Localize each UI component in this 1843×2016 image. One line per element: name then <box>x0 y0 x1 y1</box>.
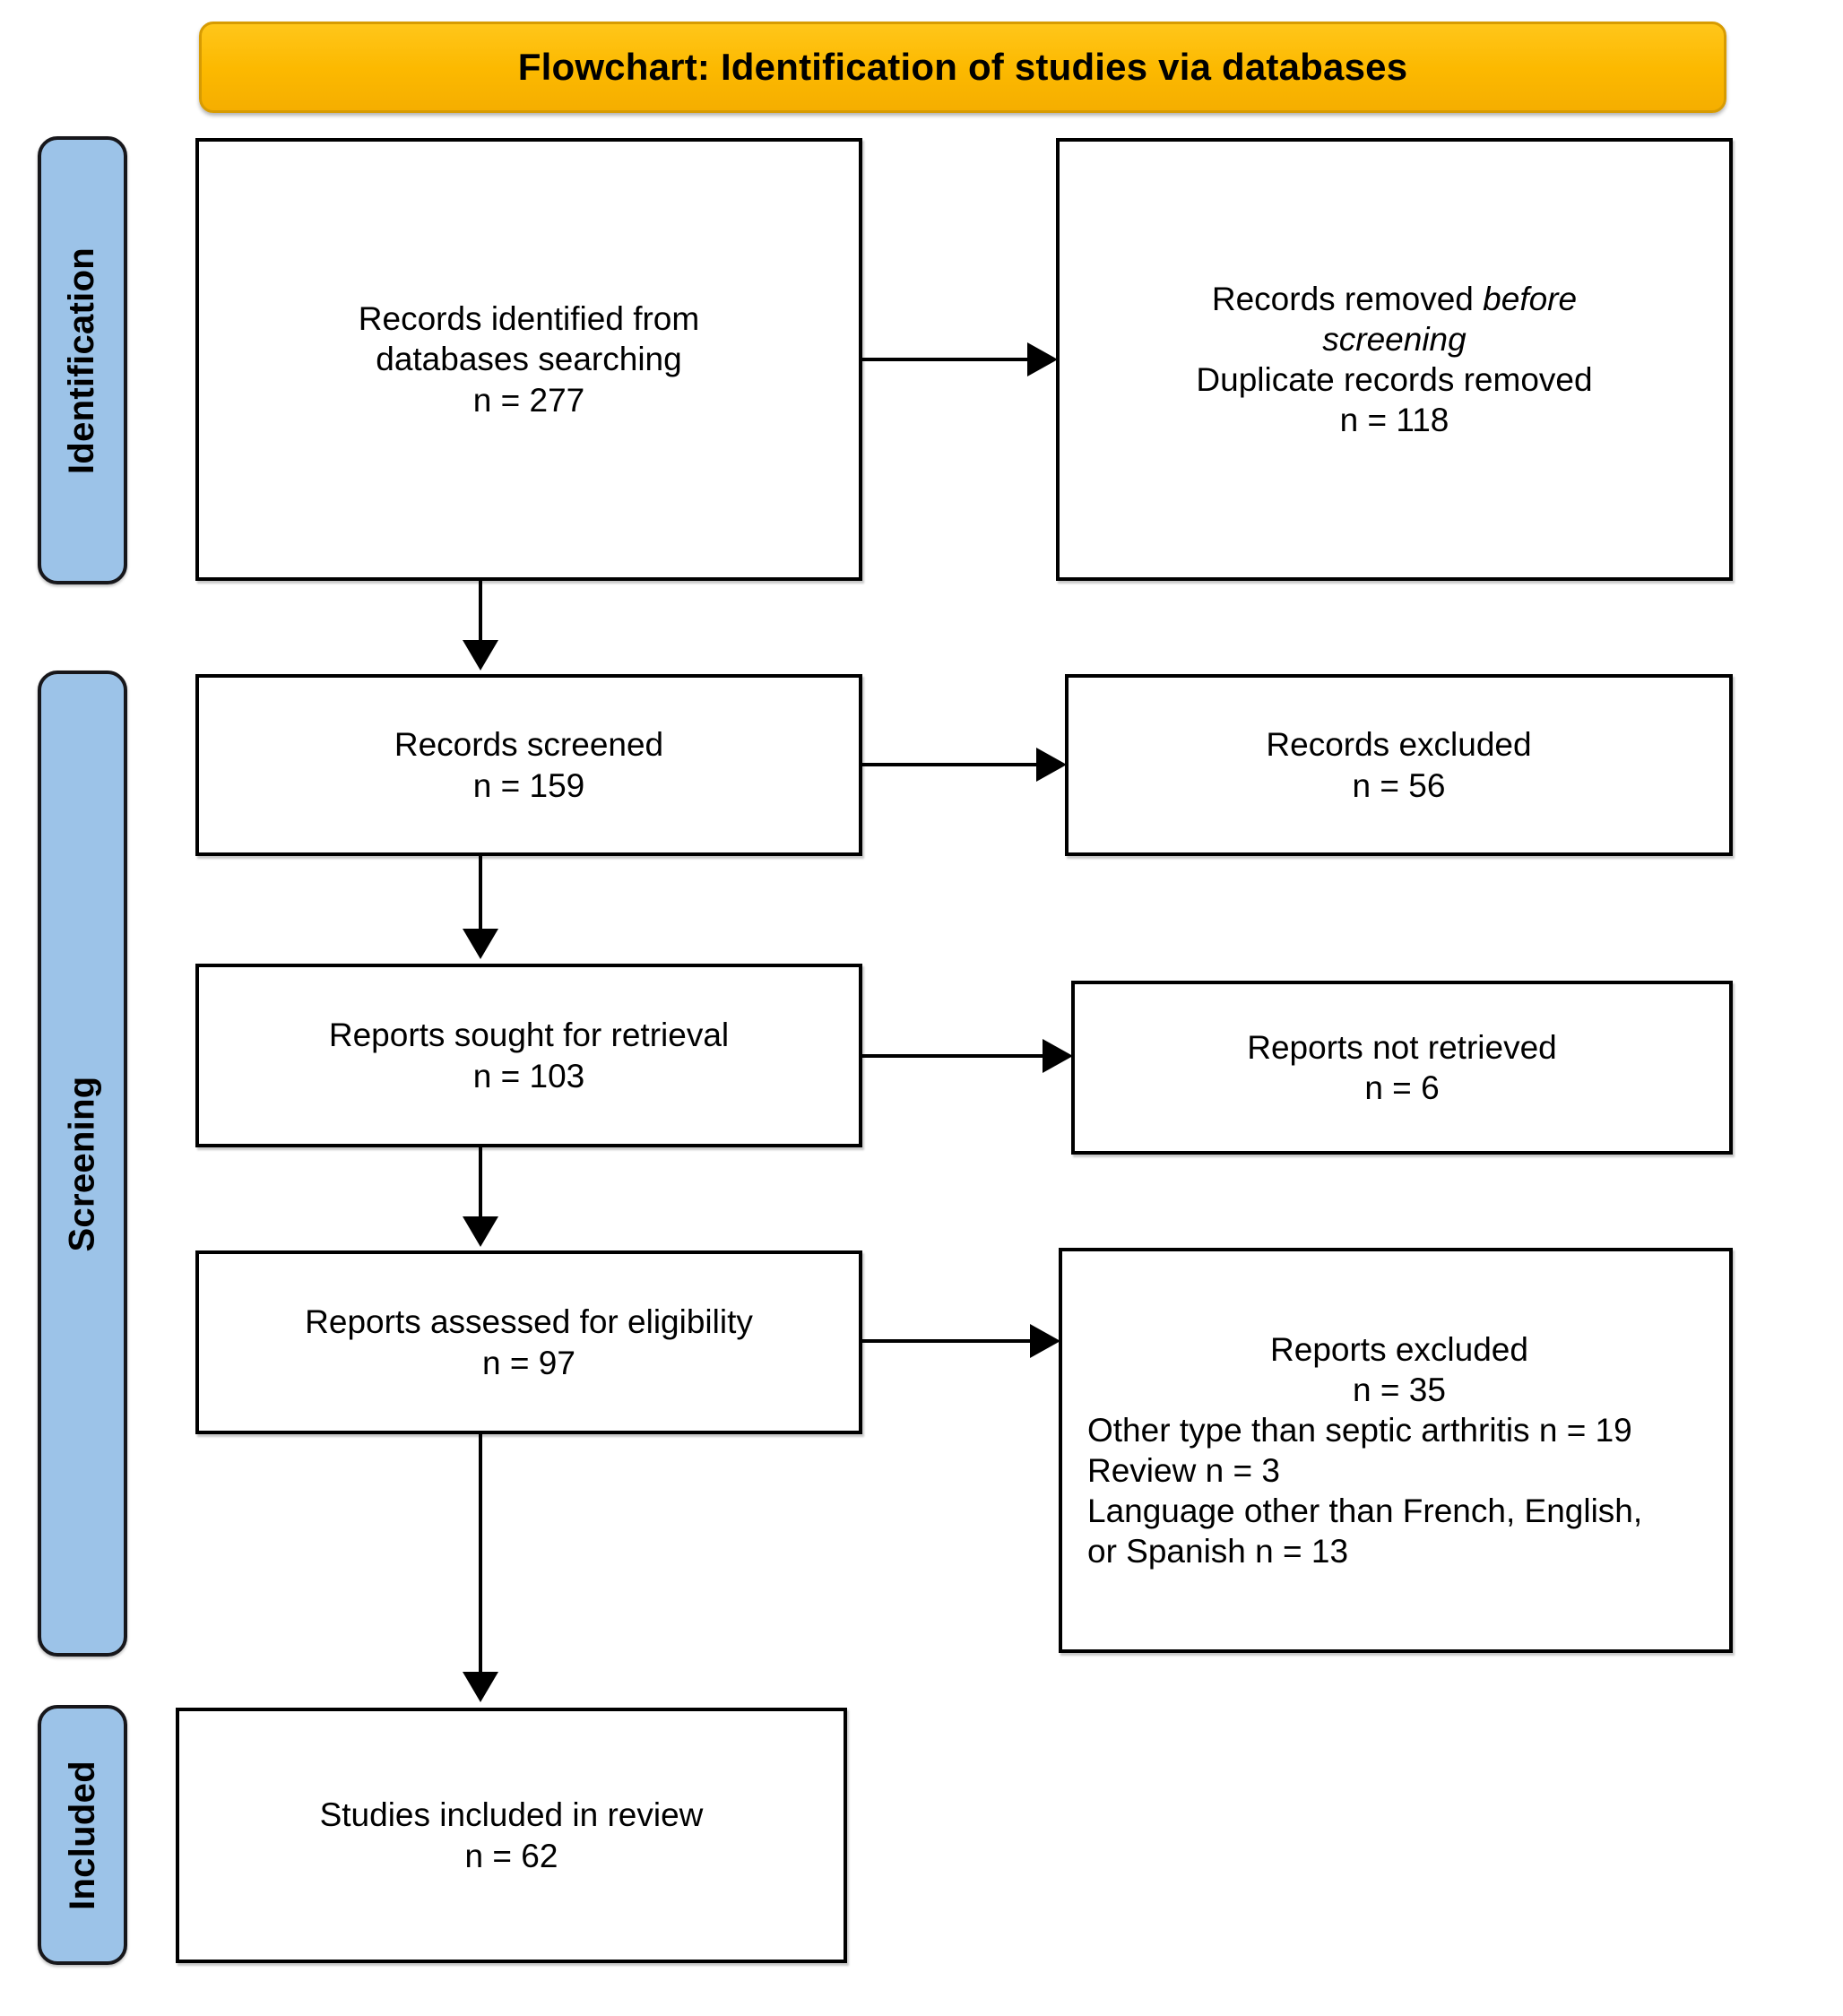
arrowhead-assessed-to-reports-excluded <box>1030 1324 1060 1358</box>
box-records-identified-text: Records identified from databases search… <box>359 299 699 420</box>
records-identified-count: n = 277 <box>472 381 585 419</box>
box-records-removed-text: Records removed before screening Duplica… <box>1196 279 1592 441</box>
connector-assessed-to-included <box>479 1434 482 1676</box>
box-reports-sought-text: Reports sought for retrieval n = 103 <box>329 1015 729 1095</box>
connector-identified-to-removed <box>862 358 1033 361</box>
reports-sought-count: n = 103 <box>472 1057 585 1095</box>
page-title: Flowchart: Identification of studies via… <box>517 45 1408 88</box>
reports-not-retrieved-line1: Reports not retrieved <box>1247 1028 1557 1066</box>
studies-included-line1: Studies included in review <box>319 1796 704 1834</box>
records-excluded-line1: Records excluded <box>1266 726 1532 764</box>
records-screened-line1: Records screened <box>394 726 664 764</box>
box-records-screened: Records screened n = 159 <box>195 674 862 856</box>
reports-assessed-count: n = 97 <box>482 1344 575 1381</box>
box-records-screened-text: Records screened n = 159 <box>394 724 663 805</box>
records-removed-line1-prefix: Records removed <box>1211 280 1484 317</box>
box-reports-assessed-text: Reports assessed for eligibility n = 97 <box>305 1302 753 1382</box>
box-records-excluded-text: Records excluded n = 56 <box>1266 724 1531 805</box>
arrowhead-sought-to-assessed <box>463 1216 498 1247</box>
connector-assessed-to-reports-excluded <box>862 1339 1035 1343</box>
records-removed-count: n = 118 <box>1339 402 1449 439</box>
stage-band-screening: Screening <box>38 671 127 1657</box>
records-removed-line2-italic: screening <box>1322 320 1467 358</box>
connector-identified-to-screened <box>479 581 482 645</box>
flowchart-title-banner: Flowchart: Identification of studies via… <box>199 22 1726 113</box>
reports-excluded-detail1: Other type than septic arthritis n = 19 <box>1087 1411 1632 1449</box>
reports-excluded-detail3: Language other than French, English, <box>1087 1493 1643 1530</box>
stage-label-screening: Screening <box>62 1075 102 1252</box>
stage-label-included: Included <box>62 1760 102 1910</box>
stage-band-included: Included <box>38 1705 127 1965</box>
records-removed-line3: Duplicate records removed <box>1196 361 1593 398</box>
box-records-removed-before-screening: Records removed before screening Duplica… <box>1056 138 1733 581</box>
records-removed-line2: screening <box>1196 319 1592 359</box>
reports-sought-line1: Reports sought for retrieval <box>328 1017 730 1054</box>
connector-sought-to-assessed <box>479 1147 482 1221</box>
arrowhead-screened-to-excluded <box>1036 748 1067 782</box>
records-excluded-count: n = 56 <box>1352 766 1446 804</box>
box-studies-included: Studies included in review n = 62 <box>176 1708 847 1963</box>
box-reports-not-retrieved: Reports not retrieved n = 6 <box>1071 981 1733 1155</box>
records-screened-count: n = 159 <box>472 766 585 804</box>
box-reports-assessed: Reports assessed for eligibility n = 97 <box>195 1250 862 1434</box>
reports-excluded-head2: n = 35 <box>1353 1371 1446 1408</box>
reports-not-retrieved-count: n = 6 <box>1364 1069 1440 1106</box>
connector-screened-to-sought <box>479 856 482 933</box>
box-reports-sought: Reports sought for retrieval n = 103 <box>195 964 862 1147</box>
arrowhead-identified-to-removed <box>1027 342 1058 376</box>
connector-sought-to-not-retrieved <box>862 1054 1048 1058</box>
arrowhead-sought-to-not-retrieved <box>1043 1039 1073 1073</box>
box-reports-excluded: Reports excluded n = 35 Other type than … <box>1059 1248 1733 1653</box>
reports-assessed-line1: Reports assessed for eligibility <box>305 1303 753 1341</box>
reports-excluded-head1: Reports excluded <box>1270 1330 1528 1368</box>
reports-excluded-detail4: or Spanish n = 13 <box>1087 1533 1349 1570</box>
connector-screened-to-excluded <box>862 763 1042 766</box>
records-removed-line1: Records removed before <box>1196 279 1592 319</box>
records-identified-line2: databases searching <box>376 341 682 378</box>
records-removed-line1-italic: before <box>1483 280 1578 317</box>
box-reports-not-retrieved-text: Reports not retrieved n = 6 <box>1247 1027 1557 1108</box>
stage-band-identification: Identification <box>38 136 127 584</box>
arrowhead-assessed-to-included <box>463 1672 498 1702</box>
box-reports-excluded-stack: Reports excluded n = 35 Other type than … <box>1087 1329 1711 1572</box>
reports-excluded-detail2: Review n = 3 <box>1087 1452 1280 1489</box>
records-identified-line1: Records identified from <box>358 300 700 338</box>
box-records-excluded: Records excluded n = 56 <box>1065 674 1733 856</box>
box-studies-included-text: Studies included in review n = 62 <box>320 1795 704 1875</box>
stage-label-identification: Identification <box>62 247 102 474</box>
arrowhead-identified-to-screened <box>463 640 498 671</box>
arrowhead-screened-to-sought <box>463 929 498 959</box>
studies-included-count: n = 62 <box>464 1837 558 1874</box>
box-records-identified: Records identified from databases search… <box>195 138 862 581</box>
